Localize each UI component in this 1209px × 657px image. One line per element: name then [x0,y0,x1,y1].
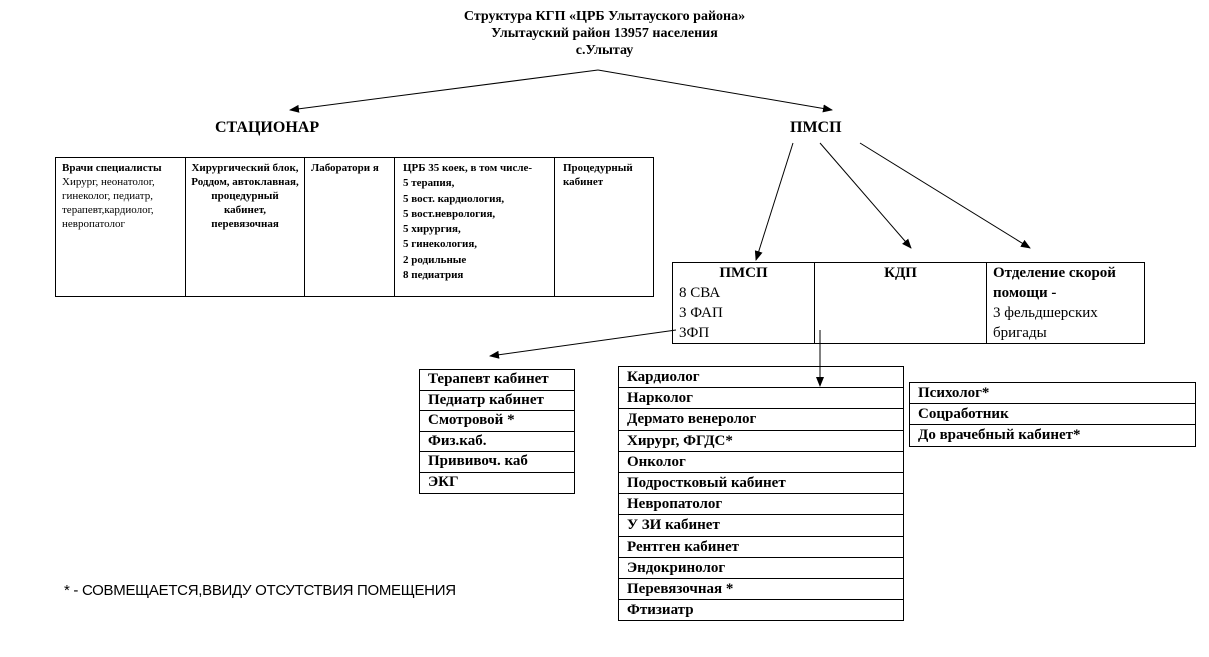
ambulance-box: Отделение скорой помощи - 3 фельдшерских… [987,263,1145,343]
beds-item: 5 вост. кардиология, [403,192,505,205]
header-title-line3: с.Улытау [575,43,634,58]
pmsp-cabinets-list: Терапевт кабинет Педиатр кабинет Смотров… [419,369,575,494]
list-item: Хирург, ФГДС* [619,431,903,452]
additional-services-list: Психолог* Соцработник До врачебный кабин… [909,382,1196,447]
footnote: * - СОВМЕЩАЕТСЯ,ВВИДУ ОТСУТСТВИЯ ПОМЕЩЕН… [64,582,456,599]
list-item: Психолог* [910,383,1195,405]
kdp-title: КДП [884,265,917,281]
header-title-line1: Структура КГП «ЦРБ Улытауского района» [463,9,746,24]
stacionar-title: СТАЦИОНАР [215,119,320,136]
list-item: Подростковый кабинет [619,473,903,495]
arrow-to-pmsp-box [754,142,794,261]
list-item: До врачебный кабинет* [910,425,1195,447]
list-item: Соцработник [910,404,1195,426]
stacionar-col-beds: ЦРБ 35 коек, в том числе- 5 терапия, 5 в… [394,157,555,297]
stacionar-col-specialists: Врачи специалисты Хирург, неонатолог, ги… [55,157,186,297]
list-item: Педиатр кабинет [420,391,574,412]
beds-item: 8 педиатрия [403,269,464,282]
pmsp-sub-item: 3 ФАП [679,305,723,321]
header-title-line2: Улытауский район 13957 населения [491,26,718,41]
ambulance-title: Отделение скорой помощи - [993,265,1116,301]
pmsp-sub-item: 8 СВА [679,285,721,301]
list-item: Дермато венеролог [619,409,903,431]
list-item: Смотровой * [420,411,574,432]
list-item: Невропатолог [619,494,903,516]
beds-item: 5 терапия, [403,177,455,190]
pmsp-structure-box: ПМСП 8 СВА 3 ФАП 3ФП КДП Отделение скоро… [672,262,1145,344]
pmsp-sub-box: ПМСП 8 СВА 3 ФАП 3ФП [673,263,815,343]
list-item: Фтизиатр [619,600,903,622]
arrow-to-left-list [489,329,677,359]
stacionar-col-lab: Лаборатори я [304,157,395,297]
stacionar-col-procedure: Процедурный кабинет [554,157,654,297]
specialists-body: Хирург, неонатолог, гинеколог, педиатр, … [62,176,155,230]
list-item: Нарколог [619,388,903,410]
pmsp-title: ПМСП [790,119,842,136]
arrow-to-pmsp [597,69,833,113]
arrow-to-ambulance-box [859,142,1031,249]
list-item: Терапевт кабинет [420,370,574,391]
list-item: Перевязочная * [619,579,903,601]
list-item: Прививоч. каб [420,452,574,473]
list-item: Рентген кабинет [619,537,903,558]
pmsp-sub-title: ПМСП [719,265,768,281]
list-item: Эндокринолог [619,558,903,580]
list-item: Кардиолог [619,367,903,389]
beds-title: ЦРБ 35 коек, в том числе- [403,162,533,174]
list-item: Физ.каб. [420,432,574,453]
arrow-to-kdp-box [819,142,912,249]
stacionar-col-surgical: Хирургический блок, Роддом, автоклавная,… [185,157,305,297]
kdp-specialists-list: Кардиолог Нарколог Дермато венеролог Хир… [618,366,904,622]
pmsp-sub-item: 3ФП [679,325,710,341]
list-item: ЭКГ [420,473,574,494]
list-item: Онколог [619,452,903,474]
ambulance-body: 3 фельдшерских бригады [993,305,1098,341]
kdp-box: КДП [815,263,987,343]
arrow-to-stacionar [289,69,599,113]
list-item: У ЗИ кабинет [619,515,903,537]
beds-item: 5 вост.неврология, [403,207,496,220]
beds-item: 2 родильные [403,253,467,266]
specialists-title: Врачи специалисты [62,162,162,174]
beds-item: 5 хирургия, [403,223,461,236]
beds-item: 5 гинекология, [403,238,478,251]
